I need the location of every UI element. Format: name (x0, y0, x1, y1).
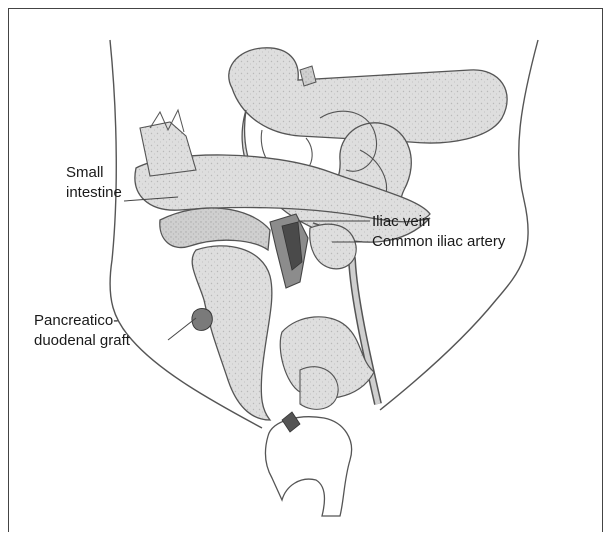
label-small-intestine-line1: Small (66, 163, 104, 182)
leader-pancreatico (168, 318, 196, 340)
label-iliac-vein: Iliac vein (372, 212, 430, 231)
label-pancreatico-line1: Pancreatico- (34, 311, 118, 330)
pancreas-graft (160, 208, 270, 250)
duodenum-graft (192, 246, 272, 420)
label-pancreatico-line2: duodenal graft (34, 331, 130, 350)
bladder (265, 417, 351, 516)
graft-cluster (192, 309, 212, 331)
label-common-iliac-artery: Common iliac artery (372, 232, 505, 251)
label-small-intestine-line2: intestine (66, 183, 122, 202)
